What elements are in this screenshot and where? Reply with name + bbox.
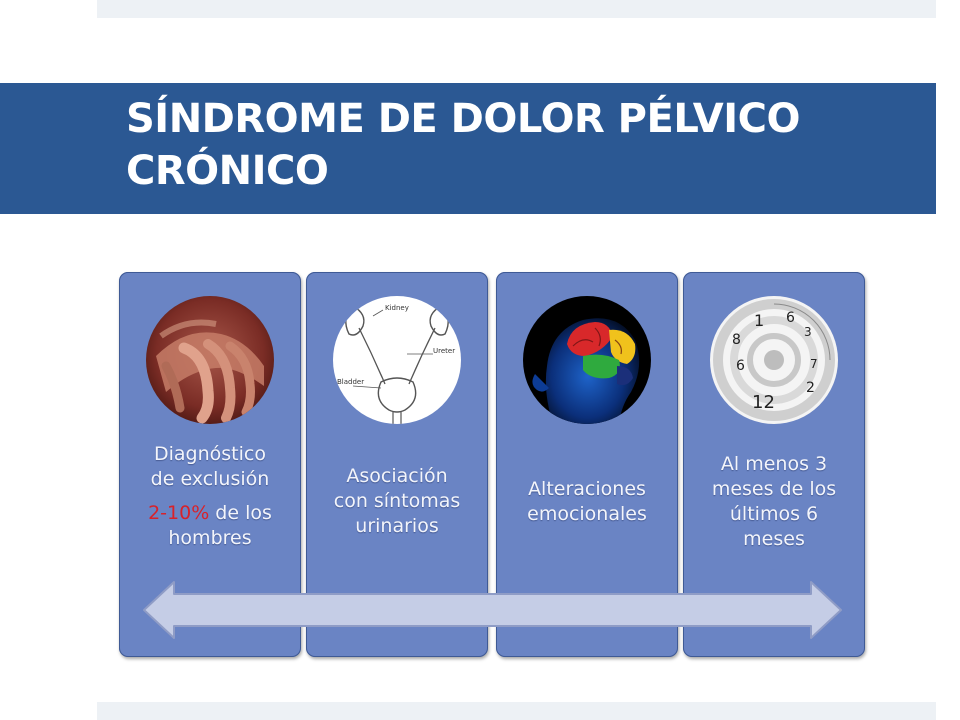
clock-digit: 8: [732, 332, 741, 348]
slide-title: SÍNDROME DE DOLOR PÉLVICO CRÓNICO: [126, 93, 906, 197]
clock-digit: 7: [810, 357, 818, 371]
panel-line-rest: de los: [209, 502, 272, 524]
title-line-2: CRÓNICO: [126, 148, 329, 194]
clock-digit: 6: [786, 310, 795, 326]
panel-line: de exclusión: [150, 468, 270, 490]
clock-digit: 6: [736, 358, 745, 374]
panel-line: con síntomas: [333, 490, 461, 512]
clock-spiral-icon: 1 6 8 3 6 12 2 7: [710, 296, 838, 424]
panel-diagnosis: Diagnóstico de exclusión 2-10% de los ho…: [119, 272, 301, 657]
ureter-label: Ureter: [433, 347, 455, 355]
urinary-anatomy-icon: Kidney Ureter Bladder: [333, 296, 461, 424]
brain-icon: [523, 296, 651, 424]
panel-line: Diagnóstico: [154, 443, 266, 465]
panel-duration: 1 6 8 3 6 12 2 7 Al menos 3 meses de los…: [683, 272, 865, 657]
panel-line: meses: [743, 528, 805, 550]
title-bar: [0, 83, 936, 214]
top-band: [97, 0, 936, 18]
clock-digit: 12: [752, 392, 775, 413]
panel-text: Alteraciones emocionales: [504, 477, 670, 527]
panel-line: meses de los: [711, 478, 837, 500]
panel-emotional: Alteraciones emocionales: [496, 272, 678, 657]
panel-line: últimos 6: [729, 503, 819, 525]
hands-icon: [146, 296, 274, 424]
panel-line: Asociación: [346, 465, 448, 487]
panel-text: Asociación con síntomas urinarios: [314, 464, 480, 539]
clock-digit: 3: [804, 325, 812, 339]
clock-digit: 1: [754, 311, 764, 330]
panel-line: Al menos 3: [720, 453, 828, 475]
panel-text: Diagnóstico de exclusión 2-10% de los ho…: [127, 442, 293, 551]
panel-text: Al menos 3 meses de los últimos 6 meses: [691, 452, 857, 552]
percentage-highlight: 2-10%: [148, 502, 210, 524]
panel-line: urinarios: [355, 515, 439, 537]
bottom-band: [97, 702, 936, 720]
panel-urinary: Kidney Ureter Bladder Asociación con sín…: [306, 272, 488, 657]
panel-line: 2-10% de los: [127, 501, 293, 526]
clock-digit: 2: [806, 380, 815, 396]
bladder-label: Bladder: [337, 378, 364, 386]
kidney-label: Kidney: [385, 304, 409, 312]
panel-line: Alteraciones: [528, 478, 646, 500]
title-line-1: SÍNDROME DE DOLOR PÉLVICO: [126, 96, 801, 142]
panel-line: emocionales: [527, 503, 647, 525]
double-arrow-icon: [143, 581, 842, 639]
panel-line: hombres: [168, 527, 252, 549]
